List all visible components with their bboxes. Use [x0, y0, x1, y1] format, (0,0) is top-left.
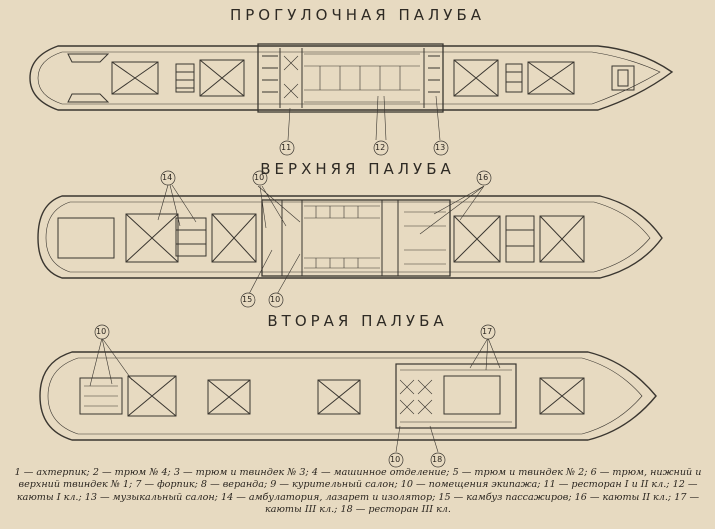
legend-item: 17 — каюты III кл.;	[265, 491, 700, 516]
promenade-deck-plan	[29, 43, 674, 141]
legend-item: 3 — трюм и твиндек № 3;	[173, 467, 309, 478]
callout: 10	[254, 173, 265, 182]
upper-deck-title: ВЕРХНЯЯ ПАЛУБА	[260, 160, 455, 178]
callout: 11	[281, 143, 292, 152]
legend-item: 14 — амбулатория, лазарет и изолятор;	[220, 491, 436, 503]
legend-item: 2 — трюм № 4;	[92, 467, 171, 478]
legend-item: 5 — трюм и твиндек № 2;	[452, 467, 588, 478]
callout: 17	[482, 327, 493, 336]
callout: 18	[432, 455, 443, 464]
legend-item: 4 — машинное отделение;	[311, 467, 450, 478]
callout: 10	[390, 455, 401, 464]
second-deck-title: ВТОРАЯ ПАЛУБА	[267, 312, 448, 330]
legend-item: 8 — веранда;	[200, 479, 268, 491]
callout: 16	[478, 173, 489, 182]
promenade-deck-title: ПРОГУЛОЧНАЯ ПАЛУБА	[229, 6, 486, 24]
callout: 12	[375, 143, 386, 152]
second-deck-plan	[39, 337, 657, 453]
upper-callouts	[160, 170, 492, 308]
promenade-callouts	[279, 140, 449, 156]
legend-item: 11 — ресторан I и II кл.;	[543, 479, 670, 491]
legend-item: 18 — ресторан III кл.	[340, 504, 451, 516]
legend-item: 13 — музыкальный салон;	[84, 491, 218, 503]
callout: 14	[162, 173, 173, 182]
callout: 15	[242, 295, 253, 304]
legend-item: 9 — курительный салон;	[270, 479, 398, 491]
legend-item: 15 — камбуз пассажиров;	[438, 491, 572, 503]
legend-item: 7 — форпик;	[135, 479, 198, 491]
legend-item: 16 — каюты II кл.;	[574, 491, 672, 503]
callout: 10	[270, 295, 281, 304]
legend-item: 10 — помещения экипажа;	[400, 479, 541, 491]
second-callouts	[94, 324, 496, 468]
legend-item: 6 — трюм, нижний и верхний твиндек № 1;	[18, 467, 702, 491]
upper-deck-plan	[37, 184, 663, 297]
legend-caption: 1 — ахтерпик; 2 — трюм № 4; 3 — трюм и т…	[6, 467, 710, 517]
callout: 10	[96, 327, 107, 336]
legend-item: 1 — ахтерпик;	[14, 467, 90, 478]
legend-item: 12 — каюты I кл.;	[16, 479, 698, 503]
callout: 13	[435, 143, 446, 152]
